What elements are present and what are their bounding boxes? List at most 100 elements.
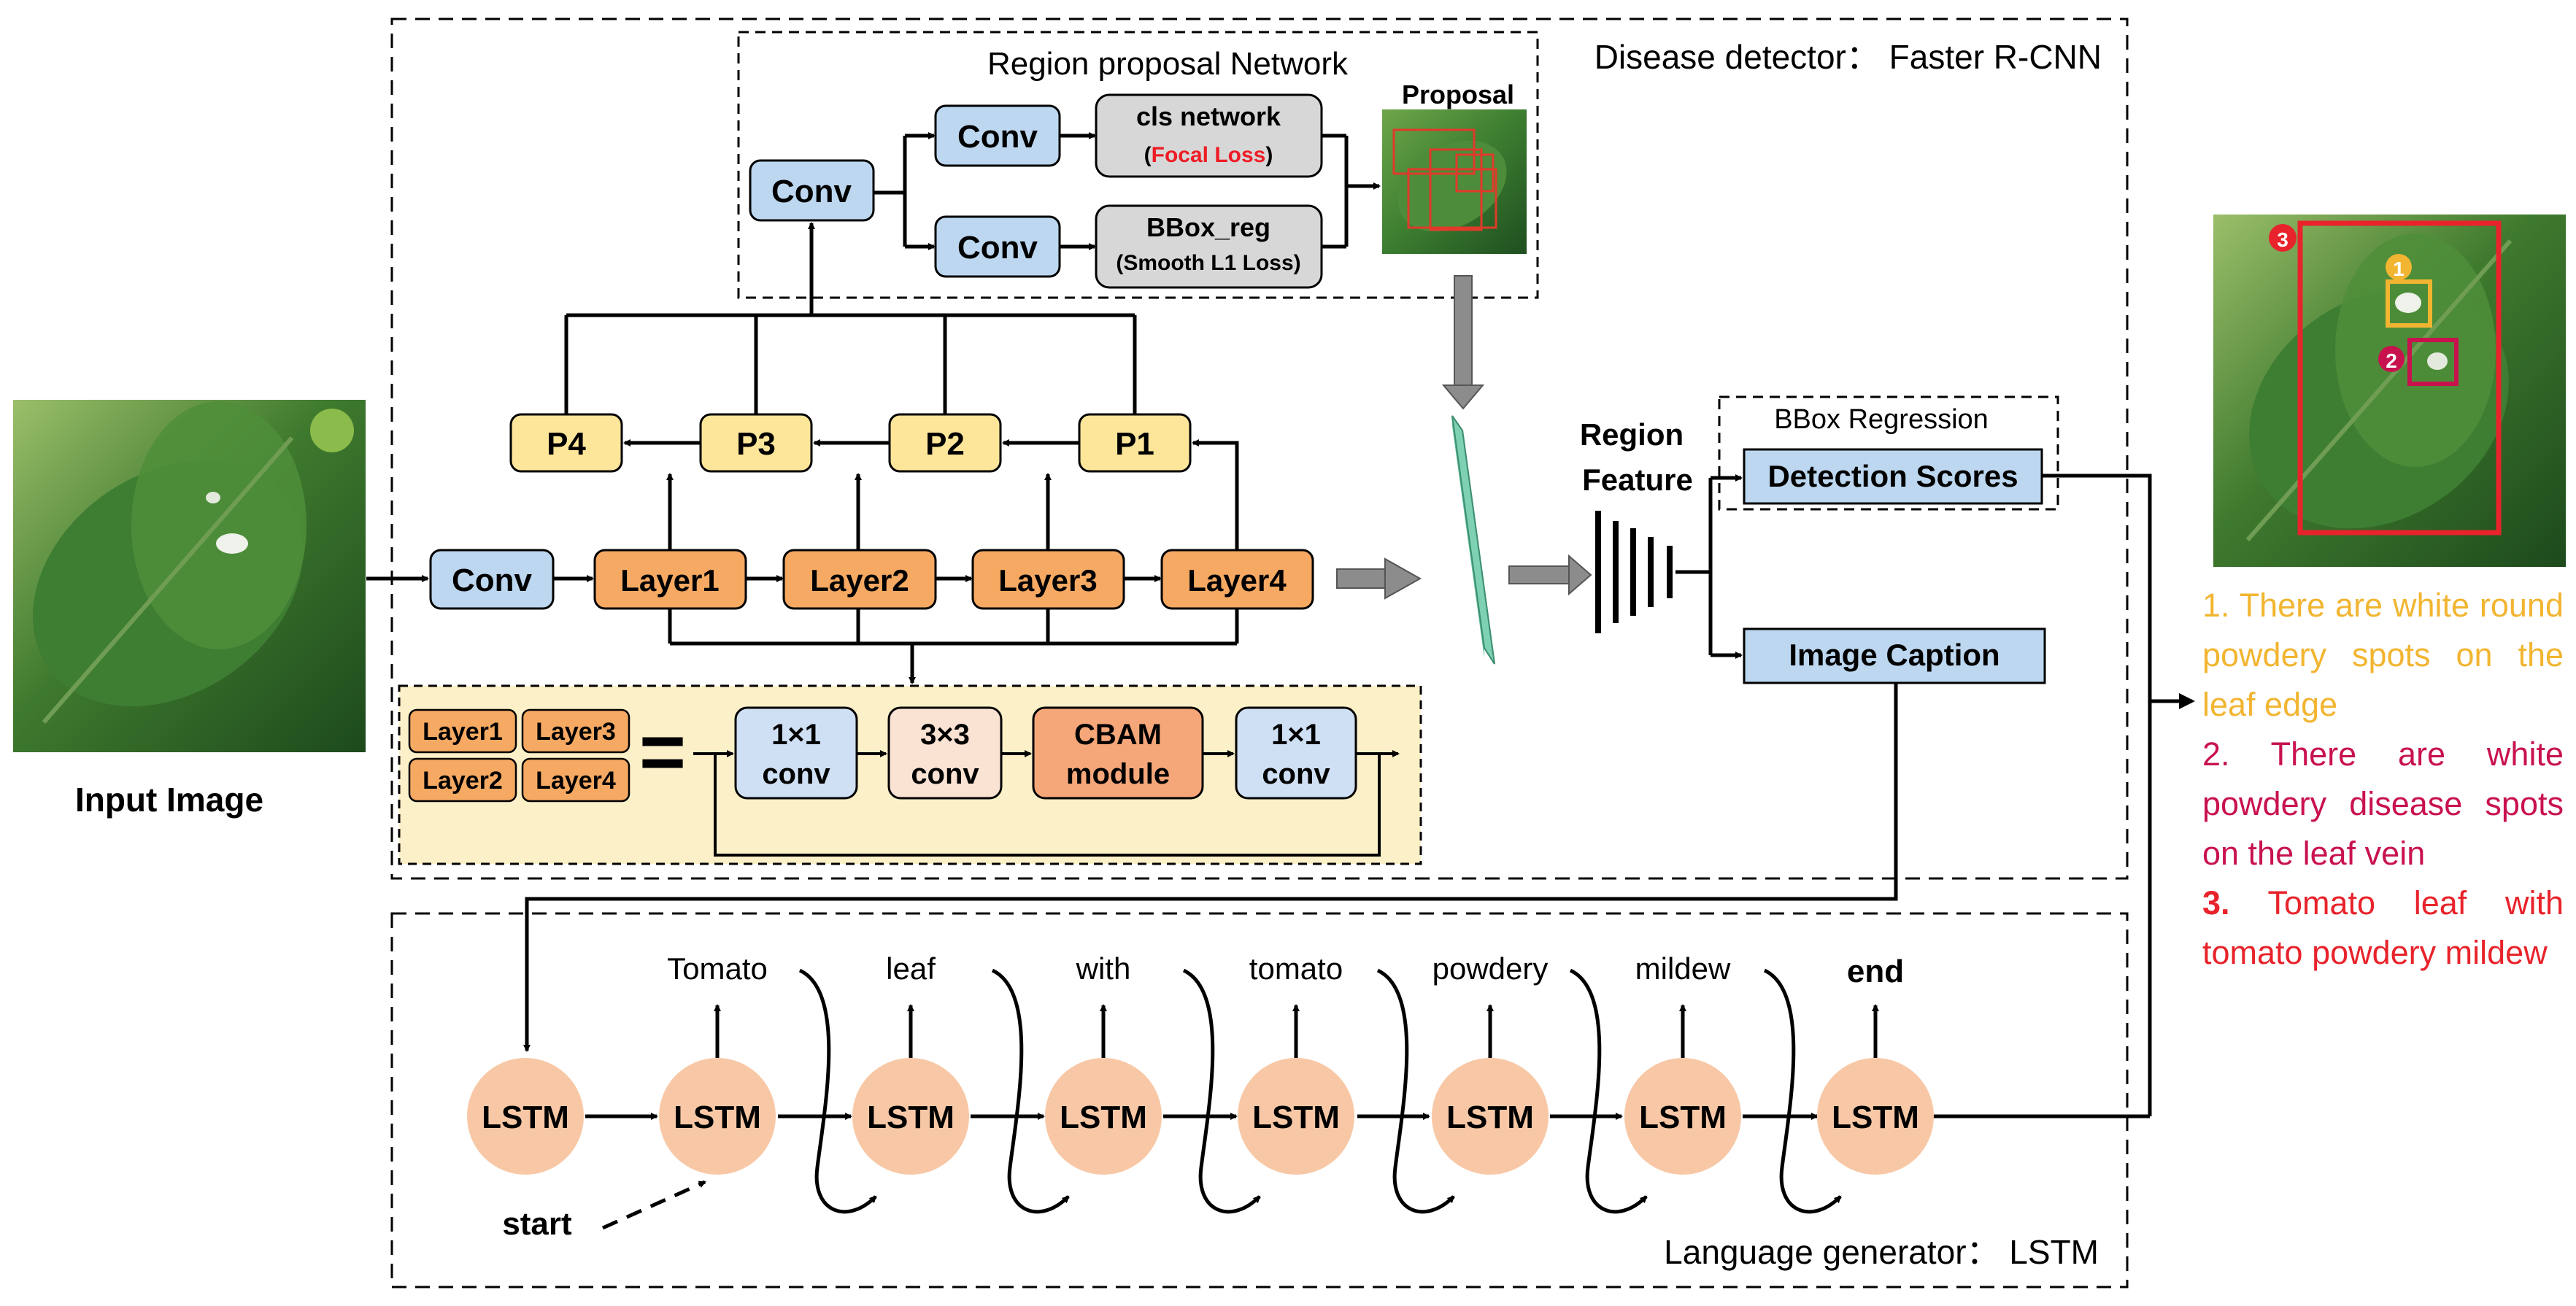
word-mildew: mildew xyxy=(1635,951,1731,986)
description-2: 2. There are white powdery disease spots… xyxy=(2202,735,2564,872)
cbam-line2: module xyxy=(1066,758,1170,790)
backbone-conv-label: Conv xyxy=(452,563,533,598)
block-conv1x1-a: 1×1 conv xyxy=(734,706,858,800)
lstm-node: LSTM xyxy=(1238,1058,1354,1175)
output-leaf-image xyxy=(2213,215,2566,567)
bbox-regression-label: BBox Regression xyxy=(1774,404,1989,435)
rpn-connectors xyxy=(874,132,1381,250)
proposal-image xyxy=(1382,109,1527,254)
p1-label: P1 xyxy=(1115,426,1154,462)
lstm-connectors xyxy=(585,968,1879,1214)
layer4-label: Layer4 xyxy=(1187,563,1287,598)
rpn-conv-top: Conv xyxy=(934,104,1061,167)
lstm-label: LSTM xyxy=(1252,1100,1340,1135)
rpn-conv-top-label: Conv xyxy=(957,119,1038,155)
input-leaf-image xyxy=(13,400,366,752)
backbone-layer1: Layer1 xyxy=(593,549,747,610)
cbam-line1: CBAM xyxy=(1074,719,1162,751)
legend-layer4: Layer4 xyxy=(536,767,616,795)
image-caption-box: Image Caption xyxy=(1743,627,2046,684)
lstm-node: LSTM xyxy=(852,1058,969,1175)
layer1-label: Layer1 xyxy=(620,563,719,598)
svg-text:3: 3 xyxy=(2277,228,2288,251)
layer2-label: Layer2 xyxy=(810,563,909,598)
detector-title: Disease detector： Faster R-CNN xyxy=(1594,38,2102,76)
p4-label: P4 xyxy=(547,426,586,462)
p3-label: P3 xyxy=(736,426,776,462)
output-descriptions: 1. There are white round powdery spots o… xyxy=(2202,581,2564,978)
roi-to-feature-arrow xyxy=(1508,554,1592,596)
bbox-reg-box: BBox_reg (Smooth L1 Loss) xyxy=(1095,204,1323,289)
lstm-node: LSTM xyxy=(659,1058,776,1175)
rpn-conv-bottom: Conv xyxy=(934,215,1061,278)
lstm-label: LSTM xyxy=(482,1100,569,1135)
lstm-node: LSTM xyxy=(1432,1058,1549,1175)
start-label: start xyxy=(502,1206,572,1242)
word-leaf: leaf xyxy=(886,951,936,986)
lstm-label: LSTM xyxy=(1832,1100,1919,1135)
backbone-layer2: Layer2 xyxy=(782,549,937,610)
roi-pooling-prism xyxy=(1451,415,1495,665)
bbox-regression-frame xyxy=(1718,395,2059,511)
language-title: Language generator： LSTM xyxy=(1664,1233,2099,1271)
input-image-label: Input Image xyxy=(75,781,263,819)
region-feature-bars xyxy=(1595,511,1673,633)
start-arrow xyxy=(601,1180,706,1230)
conv1b-line2: conv xyxy=(1262,758,1330,790)
backbone-layer3: Layer3 xyxy=(971,549,1125,610)
svg-text:2: 2 xyxy=(2386,349,2397,372)
conv3-line2: conv xyxy=(911,758,979,790)
lstm-node: LSTM xyxy=(1817,1058,1934,1175)
lstm-node: LSTM xyxy=(467,1058,584,1175)
rpn-conv-main: Conv xyxy=(749,159,875,222)
rpn-conv-bottom-label: Conv xyxy=(957,230,1038,266)
proposal-label: Proposal xyxy=(1402,80,1514,109)
backbone-layer4: Layer4 xyxy=(1160,549,1314,610)
badge-2: 2 xyxy=(2378,346,2405,372)
pyramid-p3: P3 xyxy=(699,413,813,473)
block-conv3x3: 3×3 conv xyxy=(887,706,1003,800)
conv1b-line1: 1×1 xyxy=(1271,719,1321,751)
detector-frame xyxy=(390,18,2129,880)
legend-layer3: Layer3 xyxy=(536,718,616,746)
head-connectors xyxy=(1675,474,1743,659)
word-tomato: Tomato xyxy=(667,951,768,986)
lstm-label: LSTM xyxy=(1446,1100,1534,1135)
pyramid-arrows xyxy=(623,439,1239,579)
lstm-label: LSTM xyxy=(867,1100,955,1135)
rpn-conv-main-label: Conv xyxy=(771,174,852,209)
p2-label: P2 xyxy=(925,426,965,462)
lstm-label: LSTM xyxy=(674,1100,761,1135)
badge-1: 1 xyxy=(2386,254,2412,280)
block-layer-legend: Layer1 Layer3 Layer2 Layer4 xyxy=(408,708,630,803)
pyramid-p4: P4 xyxy=(509,413,623,473)
image-caption-label: Image Caption xyxy=(1789,638,2000,672)
cls-network-label: cls network xyxy=(1136,101,1281,131)
word-end: end xyxy=(1847,954,1904,989)
rpn-title: Region proposal Network xyxy=(987,46,1349,82)
description-3: 3. Tomato leaf with tomato powdery milde… xyxy=(2202,884,2564,971)
proposal-to-roi-arrow xyxy=(1441,275,1485,410)
language-frame xyxy=(390,912,2129,1288)
word-tomato-2: tomato xyxy=(1249,951,1343,986)
description-1: 1. There are white round powdery spots o… xyxy=(2202,587,2564,723)
conv3-line1: 3×3 xyxy=(920,719,970,751)
backbone-arrows xyxy=(366,575,1239,684)
pyramid-p1: P1 xyxy=(1078,413,1192,473)
cls-loss-label: (Focal Loss) xyxy=(1144,143,1273,167)
output-routing xyxy=(523,474,2195,1118)
fpn-merge-lines xyxy=(564,222,1137,414)
lstm-label: LSTM xyxy=(1060,1100,1147,1135)
block-conv1x1-b: 1×1 conv xyxy=(1235,706,1357,800)
conv1a-line1: 1×1 xyxy=(771,719,821,751)
bbox-reg-label: BBox_reg xyxy=(1146,212,1270,242)
rpn-frame xyxy=(737,31,1539,299)
conv1a-line2: conv xyxy=(762,758,830,790)
backbone-to-roi-arrow xyxy=(1336,557,1422,600)
svg-text:1: 1 xyxy=(2393,258,2405,280)
region-feature-label-1: Region xyxy=(1580,417,1684,452)
lstm-node: LSTM xyxy=(1624,1058,1741,1175)
cls-network-box: cls network (Focal Loss) xyxy=(1095,93,1323,178)
word-with: with xyxy=(1076,951,1131,986)
